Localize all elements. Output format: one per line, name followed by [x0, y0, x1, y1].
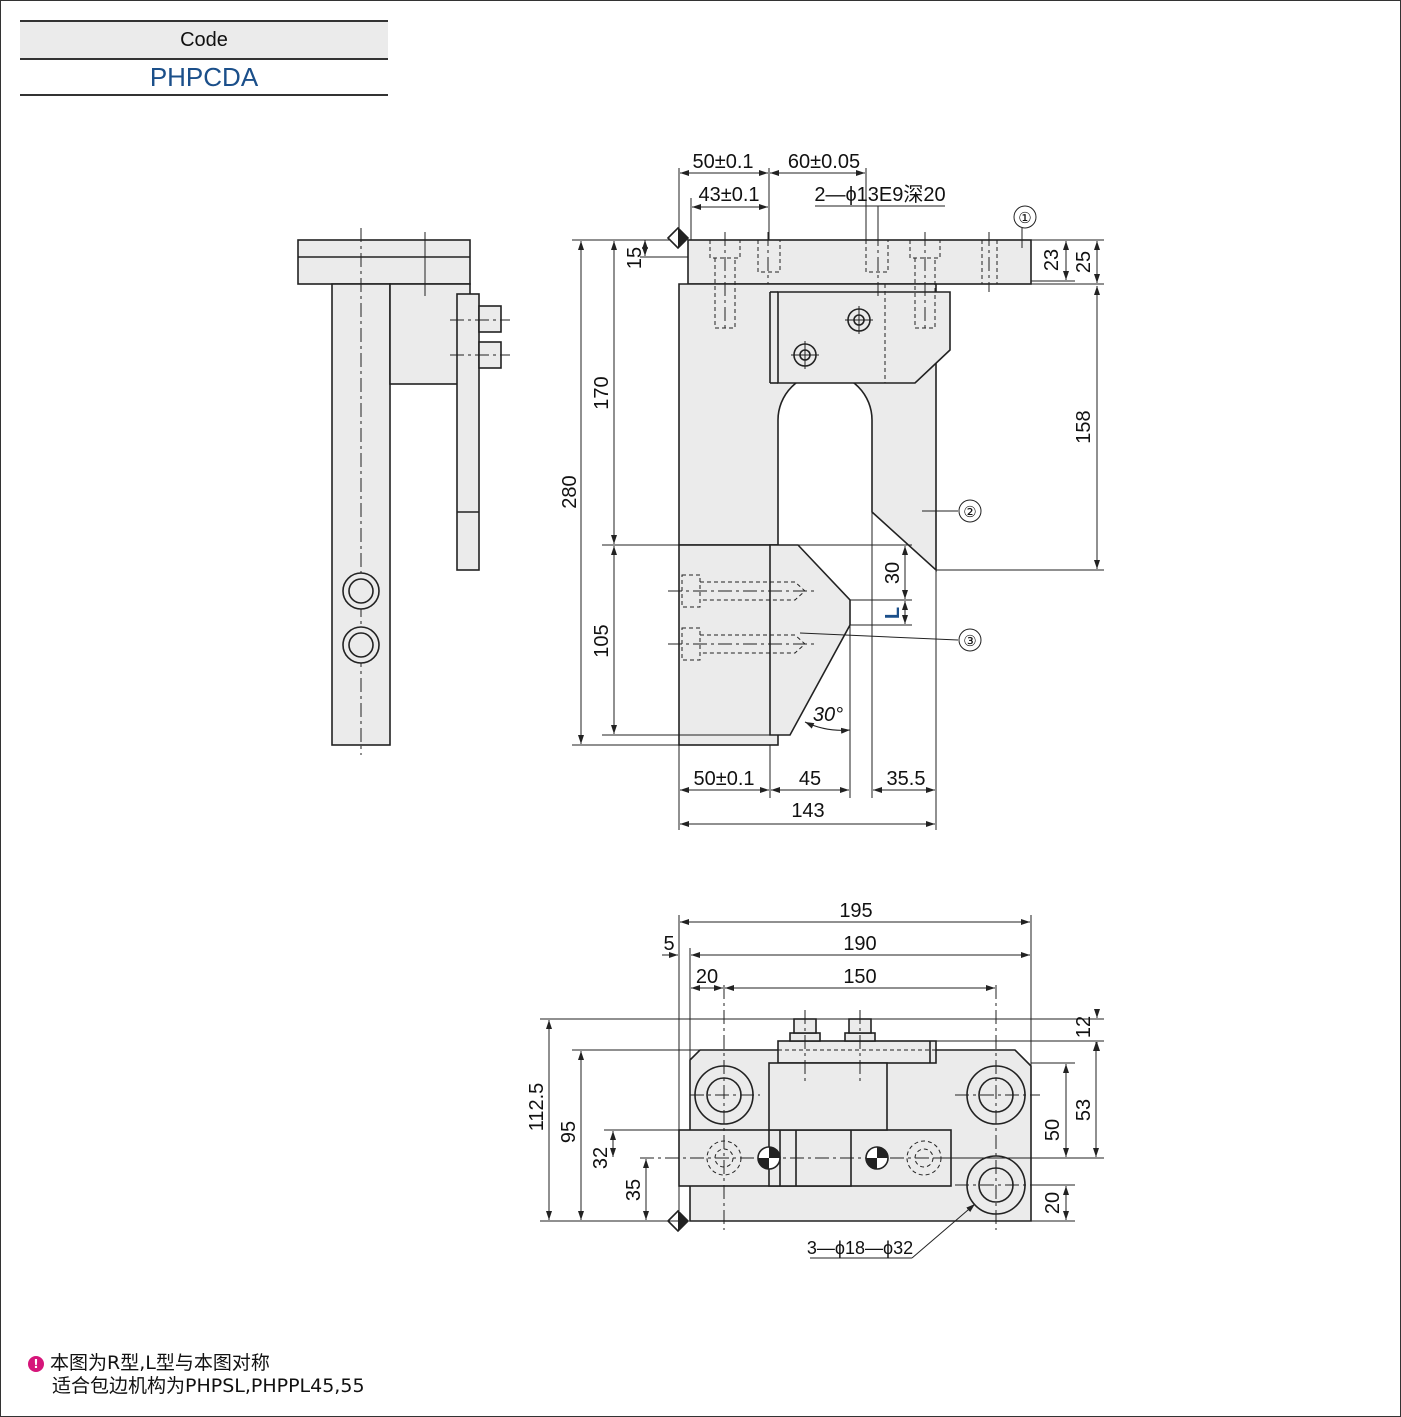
- dim-190: 190: [843, 933, 876, 955]
- code-header: Code: [20, 20, 388, 60]
- part-1-label: ①: [1018, 210, 1031, 227]
- dim-150: 150: [843, 966, 876, 988]
- dim-30: 30: [882, 562, 904, 584]
- notes: ! 本图为R型,L型与本图对称 适合包边机构为PHPSL,PHPPL45,55: [28, 1352, 365, 1398]
- dim-25: 25: [1073, 251, 1095, 273]
- dim-170: 170: [591, 376, 613, 409]
- dim-143: 143: [791, 800, 824, 822]
- dim-L: L: [882, 607, 904, 619]
- dim-32: 32: [590, 1147, 612, 1169]
- hole-spec: 2—ϕ13E9深20: [814, 183, 945, 206]
- dim-23: 23: [1041, 249, 1063, 271]
- dim-195: 195: [839, 900, 872, 922]
- dim-112-5: 112.5: [526, 1083, 548, 1132]
- plan-view: [640, 985, 1040, 1233]
- front-dimensions: [572, 168, 1104, 830]
- dim-15: 15: [624, 247, 646, 269]
- dim-50-bottom: 50±0.1: [693, 768, 754, 790]
- dim-20-side: 20: [1042, 1192, 1064, 1214]
- dim-5: 5: [663, 933, 674, 955]
- note-line-1: 本图为R型,L型与本图对称: [50, 1352, 270, 1374]
- part-3-label: ③: [963, 633, 976, 650]
- dim-158: 158: [1073, 410, 1095, 443]
- dim-12: 12: [1073, 1016, 1095, 1038]
- note-line-2: 适合包边机构为PHPSL,PHPPL45,55: [52, 1375, 365, 1397]
- code-value: PHPCDA: [20, 58, 388, 96]
- dim-60-top: 60±0.05: [788, 151, 860, 173]
- front-view: [666, 226, 1032, 746]
- side-view: [297, 228, 510, 755]
- dim-50-top: 50±0.1: [692, 151, 753, 173]
- dim-35: 35: [623, 1179, 645, 1201]
- plan-dimensions: [540, 915, 1104, 1259]
- dim-43-top: 43±0.1: [698, 184, 759, 206]
- dim-45-bottom: 45: [799, 768, 821, 790]
- hole-callout: 3—ϕ18—ϕ32: [807, 1238, 913, 1258]
- angle-30: 30°: [813, 704, 843, 726]
- info-pin-icon: !: [28, 1356, 44, 1372]
- dim-105: 105: [591, 624, 613, 657]
- part-2-label: ②: [963, 504, 976, 521]
- dim-35-5-bottom: 35.5: [887, 768, 926, 790]
- front-labels: 50±0.1 60±0.05 43±0.1 2—ϕ13E9深20 15 23 2…: [559, 151, 1095, 822]
- dim-95: 95: [558, 1121, 580, 1143]
- plan-labels: 195 190 5 20 150 12 53 50 20 112.5 95 32…: [526, 900, 1095, 1258]
- dim-20-top: 20: [696, 966, 718, 988]
- dim-50: 50: [1042, 1119, 1064, 1141]
- dim-280: 280: [559, 475, 581, 508]
- dim-53: 53: [1073, 1099, 1095, 1121]
